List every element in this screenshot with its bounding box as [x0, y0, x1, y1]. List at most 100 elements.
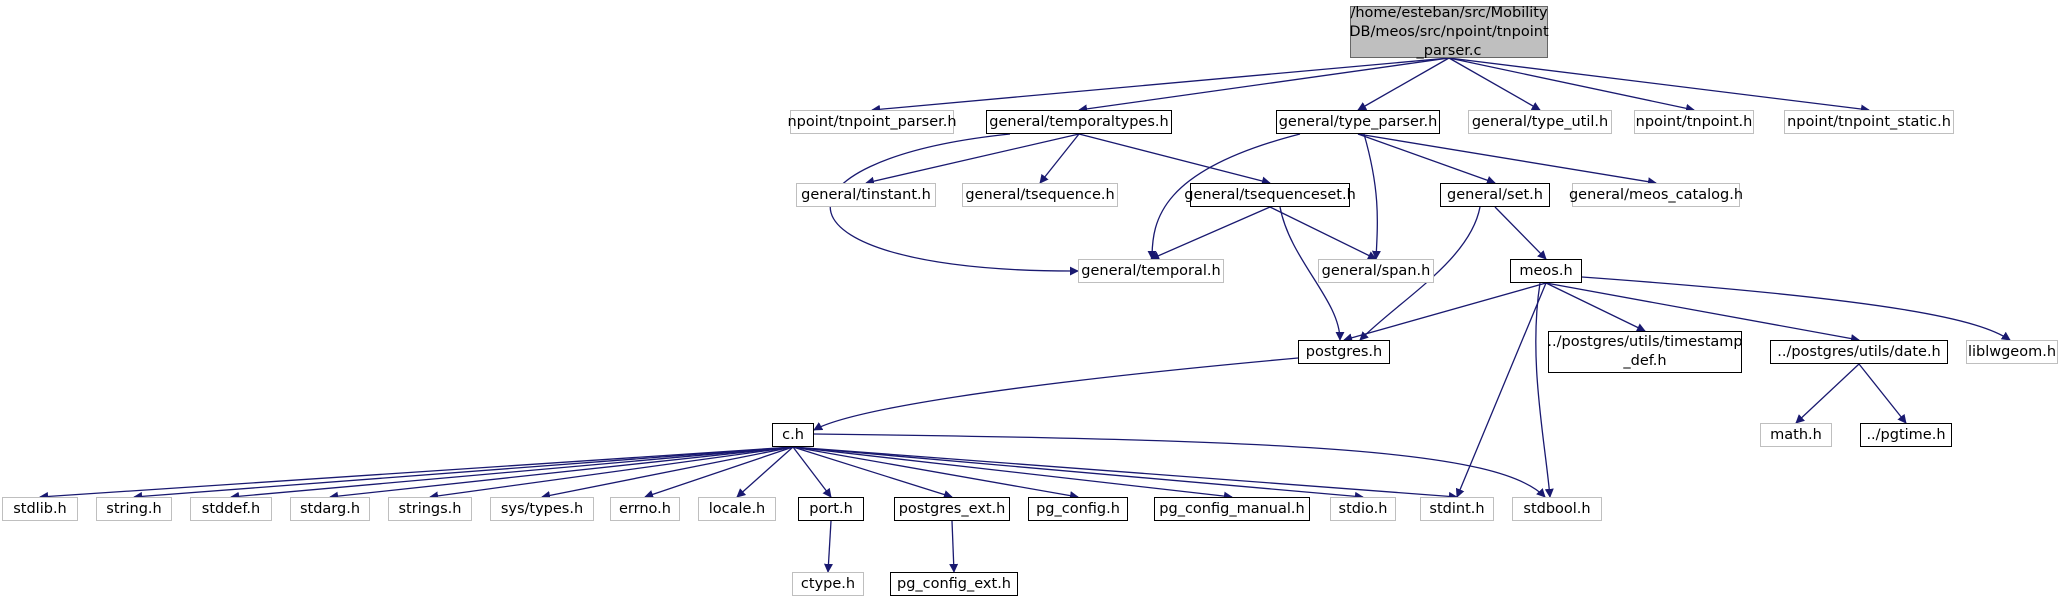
node-npoint-tnpoint-static-h[interactable]: npoint/tnpoint_static.h	[1784, 110, 1954, 134]
edge-c-to-postgres_ext	[792, 446, 953, 499]
node-postgres-h[interactable]: postgres.h	[1298, 340, 1390, 364]
edge-date-to-pgtime	[1858, 363, 1907, 424]
node-general-meos-catalog-h[interactable]: general/meos_catalog.h	[1568, 183, 1744, 207]
edge-postgres-to-c	[813, 357, 1299, 431]
node-label: npoint/tnpoint_parser.h	[787, 113, 957, 130]
node-general-span-h[interactable]: general/span.h	[1318, 259, 1434, 283]
edge-c-to-pg_config	[792, 446, 1079, 501]
node-errno-h[interactable]: errno.h	[610, 497, 680, 521]
edge-temporaltypes-to-tsequenceset	[1078, 133, 1271, 186]
edge-c-to-pg_config_manual	[792, 446, 1233, 501]
node-label: pg_config_ext.h	[896, 575, 1011, 592]
edge-c-to-stdbool	[813, 433, 1546, 498]
node-label: stdarg.h	[299, 500, 361, 517]
node-label: string.h	[106, 500, 162, 517]
node-label: stdio.h	[1338, 500, 1388, 517]
node-locale-h[interactable]: locale.h	[698, 497, 776, 521]
node-label: general/temporal.h	[1081, 262, 1221, 279]
node-label: ../postgres/utils/date.h	[1777, 343, 1941, 360]
node-label: stdlib.h	[13, 500, 67, 517]
edge-root-to-temporaltypes	[1078, 57, 1450, 114]
node-liblwgeom-h[interactable]: liblwgeom.h	[1966, 340, 2058, 364]
node-strings-h[interactable]: strings.h	[388, 497, 472, 521]
node-sys-types-h[interactable]: sys/types.h	[490, 497, 594, 521]
edge-c-to-strings	[429, 446, 794, 501]
node-label: ../pgtime.h	[1866, 426, 1946, 443]
edge-port-to-ctype	[823, 520, 833, 573]
node-c-h[interactable]: c.h	[772, 423, 814, 447]
node-pg-config-manual-h[interactable]: pg_config_manual.h	[1154, 497, 1310, 521]
node-general-type-util-h[interactable]: general/type_util.h	[1468, 110, 1612, 134]
edge-type_parser-to-set	[1357, 133, 1496, 185]
edge-tsequenceset-to-postgres	[1279, 206, 1345, 341]
edge-c-to-string	[133, 446, 794, 501]
node-label: npoint/tnpoint.h	[1635, 113, 1753, 130]
node-pg-config-ext-h[interactable]: pg_config_ext.h	[890, 572, 1018, 596]
node-label: general/tinstant.h	[801, 186, 931, 203]
edge-tsequenceset-to-temporal	[1150, 206, 1271, 260]
edge-postgres_ext-to-pg_config_ext	[949, 520, 959, 573]
edge-type_parser-to-meos_catalog	[1357, 133, 1657, 187]
edge-c-to-errno	[644, 446, 794, 499]
node-stdint-h[interactable]: stdint.h	[1420, 497, 1494, 521]
node-stdlib-h[interactable]: stdlib.h	[2, 497, 78, 521]
node-label: port.h	[809, 500, 853, 517]
node-label: /home/esteban/src/Mobility DB/meos/src/n…	[1349, 4, 1549, 59]
node-label: general/set.h	[1447, 186, 1543, 203]
edge-c-to-stdint	[792, 446, 1458, 501]
edge-c-to-stdlib	[39, 446, 794, 501]
node-label: general/tsequence.h	[965, 186, 1115, 203]
node-stddef-h[interactable]: stddef.h	[190, 497, 272, 521]
node-stdarg-h[interactable]: stdarg.h	[290, 497, 370, 521]
node-math-h[interactable]: math.h	[1760, 423, 1832, 447]
edge-tsequenceset-to-span	[1269, 206, 1377, 260]
edge-meos-to-liblwgeom	[1581, 276, 2011, 341]
edge-meos-to-timestamp_def	[1545, 282, 1646, 332]
edge-c-to-port	[792, 446, 832, 498]
node-label: general/type_parser.h	[1278, 113, 1438, 130]
node-pgtime-h[interactable]: ../pgtime.h	[1860, 423, 1952, 447]
node-general-tsequenceset-h[interactable]: general/tsequenceset.h	[1184, 183, 1356, 207]
node-meos-h[interactable]: meos.h	[1510, 259, 1582, 283]
node-general-tinstant-h[interactable]: general/tinstant.h	[796, 183, 936, 207]
node-label: general/temporaltypes.h	[989, 113, 1169, 130]
edge-meos-to-stdbool	[1535, 282, 1554, 498]
edge-meos-to-postgres	[1343, 282, 1547, 343]
node-general-temporal-h[interactable]: general/temporal.h	[1078, 259, 1224, 283]
node-ctype-h[interactable]: ctype.h	[792, 572, 864, 596]
node-port-h[interactable]: port.h	[798, 497, 864, 521]
node-general-temporaltypes-h[interactable]: general/temporaltypes.h	[986, 110, 1172, 134]
node-label: liblwgeom.h	[1967, 343, 2057, 360]
node-label: stdbool.h	[1523, 500, 1591, 517]
edge-root-to-npoint_tnpoint	[1448, 57, 1695, 113]
node-npoint-tnpoint-h[interactable]: npoint/tnpoint.h	[1634, 110, 1754, 134]
edge-root-to-tnpoint_static	[1448, 57, 1870, 114]
node-stdbool-h[interactable]: stdbool.h	[1512, 497, 1602, 521]
edge-root-to-type_parser	[1357, 57, 1450, 111]
node-stdio-h[interactable]: stdio.h	[1330, 497, 1396, 521]
node-label: c.h	[782, 426, 804, 443]
node-postgres-ext-h[interactable]: postgres_ext.h	[894, 497, 1010, 521]
node-label: postgres_ext.h	[898, 500, 1006, 517]
edge-root-to-type_util	[1448, 57, 1541, 111]
node-label: pg_config_manual.h	[1159, 500, 1305, 517]
node-string-h[interactable]: string.h	[96, 497, 172, 521]
node-general-type-parser-h[interactable]: general/type_parser.h	[1276, 110, 1440, 134]
edge-temporaltypes-to-tsequence	[1039, 133, 1080, 184]
node-tnpoint-parser-c[interactable]: /home/esteban/src/Mobility DB/meos/src/n…	[1349, 4, 1549, 59]
node-general-set-h[interactable]: general/set.h	[1440, 183, 1550, 207]
edge-layer	[39, 57, 2011, 573]
node-label: general/meos_catalog.h	[1568, 186, 1744, 203]
node-timestamp-def-h[interactable]: ../postgres/utils/timestamp _def.h	[1547, 331, 1743, 373]
node-npoint-tnpoint-parser-h[interactable]: npoint/tnpoint_parser.h	[787, 110, 957, 134]
node-pg-config-h[interactable]: pg_config.h	[1028, 497, 1128, 521]
node-date-h[interactable]: ../postgres/utils/date.h	[1770, 340, 1948, 364]
edge-c-to-sys_types	[541, 446, 794, 500]
edge-c-to-stdarg	[329, 446, 794, 501]
node-label: meos.h	[1519, 262, 1573, 279]
edge-c-to-locale	[736, 446, 794, 498]
node-label: locale.h	[708, 500, 766, 517]
node-label: general/type_util.h	[1471, 113, 1609, 130]
node-general-tsequence-h[interactable]: general/tsequence.h	[962, 183, 1118, 207]
